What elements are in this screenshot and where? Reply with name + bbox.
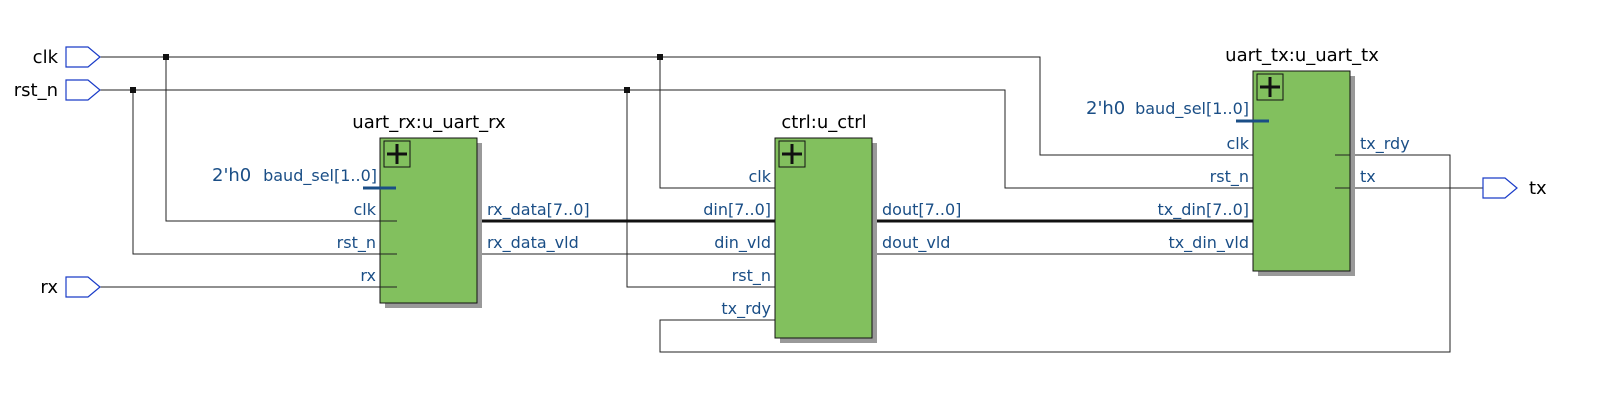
wire-rst-n (100, 89, 1270, 288)
output-port-icon (1482, 177, 1518, 199)
pin-label: tx_rdy (1360, 134, 1410, 154)
block-title: ctrl:u_ctrl (781, 112, 866, 133)
plus-box-icon[interactable] (383, 140, 411, 168)
block-uart-tx[interactable]: uart_tx:u_uart_tx 2'h0 baud_sel[1..0] cl… (1086, 45, 1410, 276)
port-label-clk: clk (33, 47, 59, 68)
input-port-clk[interactable]: clk (33, 46, 101, 68)
input-port-icon (65, 79, 101, 101)
pin-label: rx_data_vld (487, 233, 579, 253)
port-label-rst-n: rst_n (14, 80, 58, 101)
output-port-tx[interactable]: tx (1482, 177, 1547, 199)
pin-label: rst_n (337, 233, 376, 253)
pin-label: clk (1226, 134, 1249, 153)
junction-dot (657, 54, 663, 60)
port-label-tx: tx (1529, 178, 1547, 199)
block-body (1252, 70, 1351, 272)
const-pin-label: baud_sel[1..0] (263, 166, 377, 186)
plus-box-icon[interactable] (1256, 73, 1284, 101)
pin-label: tx (1360, 167, 1376, 186)
pin-label: rx (360, 266, 376, 285)
pin-label: rst_n (732, 266, 771, 286)
block-uart-rx[interactable]: uart_rx:u_uart_rx 2'h0 baud_sel[1..0] cl… (212, 112, 590, 308)
pin-label: tx_din[7..0] (1158, 200, 1250, 220)
pin-label: tx_rdy (721, 299, 771, 319)
pin-label: clk (353, 200, 376, 219)
junction-dot (130, 87, 136, 93)
wires (100, 54, 1483, 353)
pin-label: dout[7..0] (882, 200, 961, 219)
block-body (774, 137, 873, 339)
pin-label: rst_n (1210, 167, 1249, 187)
input-port-rst-n[interactable]: rst_n (14, 79, 101, 101)
pin-label: clk (748, 167, 771, 186)
block-title: uart_tx:u_uart_tx (1225, 45, 1379, 66)
pin-label: din[7..0] (703, 200, 771, 219)
pin-label: din_vld (714, 233, 771, 253)
junction-dot (624, 87, 630, 93)
plus-box-icon[interactable] (778, 140, 806, 168)
junction-dot (163, 54, 169, 60)
pin-label: rx_data[7..0] (487, 200, 590, 220)
wire-tx-rdy (659, 154, 1451, 353)
const-pin-label: baud_sel[1..0] (1135, 99, 1249, 119)
input-port-icon (65, 276, 101, 298)
port-label-rx: rx (40, 277, 58, 298)
wire-clk (100, 56, 1270, 222)
block-ctrl[interactable]: ctrl:u_ctrl clk din[7..0] din_vld rst_n … (703, 112, 961, 343)
const-value: 2'h0 (1086, 98, 1125, 119)
pin-label: dout_vld (882, 233, 950, 253)
pin-label: tx_din_vld (1168, 233, 1249, 253)
input-port-icon (65, 46, 101, 68)
const-value: 2'h0 (212, 165, 251, 186)
input-port-rx[interactable]: rx (40, 276, 101, 298)
block-title: uart_rx:u_uart_rx (352, 112, 506, 133)
